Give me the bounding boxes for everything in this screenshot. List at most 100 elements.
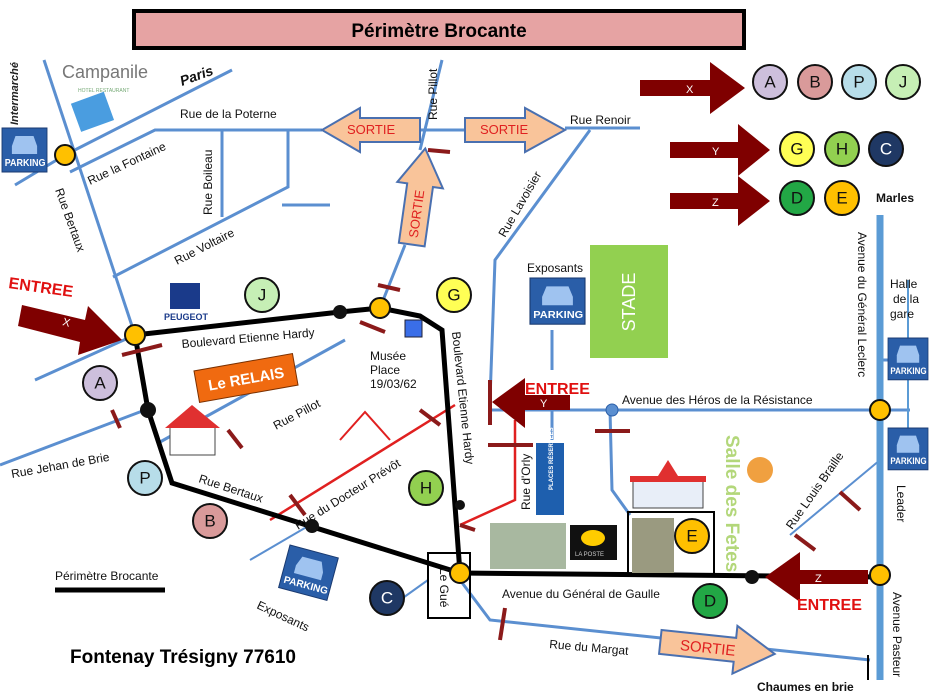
mairie-icon xyxy=(630,460,706,509)
label-bd-hardy-vertical: Boulevard Etienne Hardy xyxy=(449,331,477,465)
svg-text:X: X xyxy=(686,84,694,96)
zone-label: C xyxy=(880,140,892,159)
svg-text:SORTIE: SORTIE xyxy=(406,189,428,239)
label-bertaux-north: Rue Bertaux xyxy=(52,186,88,253)
zone-h-marker: H xyxy=(824,131,860,167)
svg-text:PARKING: PARKING xyxy=(5,158,46,170)
zone-label: D xyxy=(704,592,716,611)
street-labels: Paris Rue de la Poterne Rue la Fontaine … xyxy=(10,62,904,677)
page-title: Périmètre Brocante xyxy=(351,21,526,42)
zone-label: D xyxy=(791,189,803,208)
svg-text:SORTIE: SORTIE xyxy=(347,122,395,137)
zone-label: A xyxy=(764,73,776,92)
salle-des-fetes: Salle des Fetes xyxy=(721,435,742,572)
svg-text:Z: Z xyxy=(712,197,719,209)
family-icon xyxy=(339,410,391,441)
town-name: Fontenay Trésigny 77610 xyxy=(70,647,296,668)
parking-icon: PARKING xyxy=(529,277,586,325)
legend-arrow-z: Z xyxy=(670,176,770,226)
zone-label: H xyxy=(836,140,848,159)
label-poterne: Rue de la Poterne xyxy=(180,107,277,121)
zone-label: J xyxy=(899,73,908,92)
sortie-arrow-west: SORTIE xyxy=(320,106,421,154)
svg-text:Y: Y xyxy=(712,146,720,158)
svg-text:Z: Z xyxy=(815,573,822,585)
zone-label: B xyxy=(809,73,820,92)
svg-text:PARKING: PARKING xyxy=(890,365,926,376)
intermarche-logo: Intermarché xyxy=(9,62,21,125)
zone-circle xyxy=(674,518,710,554)
la-poste-logo: LA POSTE xyxy=(570,525,617,560)
zone-label: G xyxy=(447,286,460,305)
monument-box xyxy=(627,511,715,576)
zone-circle xyxy=(244,277,280,313)
zone-label: P xyxy=(139,469,150,488)
zone-c-marker: C xyxy=(369,580,405,616)
peugeot-logo: PEUGEOT xyxy=(164,283,209,322)
places-reservees-sign: PLACES RÉSERVÉES xyxy=(536,427,564,515)
legend-arrow-y: Y xyxy=(670,124,770,176)
parking-icon: PARKING xyxy=(1,127,48,173)
svg-text:PEUGEOT: PEUGEOT xyxy=(164,312,209,322)
title-box: Périmètre Brocante xyxy=(132,9,746,50)
zone-e-marker: E xyxy=(674,518,710,554)
label-marles: Marles xyxy=(876,191,914,205)
zone-g-marker: G xyxy=(779,131,815,167)
zone-circle xyxy=(192,503,228,539)
zone-b-marker: B xyxy=(192,503,228,539)
legend-arrow-x: X xyxy=(640,62,745,114)
label-heros: Avenue des Héros de la Résistance xyxy=(622,393,813,407)
le-gue-box xyxy=(427,552,471,619)
zone-label: B xyxy=(204,512,215,531)
label-exposants-top: Exposants xyxy=(527,261,583,275)
zone-circle xyxy=(841,64,877,100)
zone-label: E xyxy=(836,189,847,208)
label-voltaire: Rue Voltaire xyxy=(172,225,237,267)
zone-circle xyxy=(824,131,860,167)
junctions xyxy=(54,144,891,586)
zone-circle xyxy=(127,460,163,496)
zone-label: E xyxy=(686,527,697,546)
zone-label: P xyxy=(853,73,864,92)
zone-label: C xyxy=(381,589,393,608)
zone-label: J xyxy=(258,286,267,305)
svg-text:Y: Y xyxy=(540,398,548,410)
campanile-logo: Campanile HOTEL RESTAURANT xyxy=(62,62,148,132)
zone-circle xyxy=(82,365,118,401)
svg-text:ENTREE: ENTREE xyxy=(7,275,74,301)
label-fontaine: Rue la Fontaine xyxy=(85,139,168,188)
zone-d-marker: D xyxy=(779,180,815,216)
label-boileau: Rue Boileau xyxy=(201,150,215,215)
church-icon xyxy=(165,405,220,456)
label-prevot: Rue du Docteur Prévôt xyxy=(292,456,403,533)
le-relais: Le RELAIS xyxy=(193,352,299,404)
zone-d-marker: D xyxy=(692,583,728,619)
parking-icon: PARKING xyxy=(887,337,929,381)
zone-p-marker: P xyxy=(841,64,877,100)
sortie-arrow-southeast: SORTIE xyxy=(657,624,777,676)
zone-j-marker: J xyxy=(885,64,921,100)
zone-h-marker: H xyxy=(408,470,444,506)
sortie-arrow-east: SORTIE xyxy=(464,106,568,154)
svg-text:SORTIE: SORTIE xyxy=(480,122,528,137)
svg-text:PARKING: PARKING xyxy=(890,455,926,466)
zone-circle xyxy=(369,580,405,616)
zone-circle xyxy=(779,131,815,167)
label-pillot-south: Rue Pillot xyxy=(271,396,324,433)
zone-e-marker: E xyxy=(824,180,860,216)
zone-circle xyxy=(779,180,815,216)
svg-text:HOTEL RESTAURANT: HOTEL RESTAURANT xyxy=(78,88,129,94)
building-photo xyxy=(490,523,566,569)
zone-circle xyxy=(692,583,728,619)
entree-arrow-z: Z ENTREE xyxy=(765,552,868,614)
label-leclerc: Avenue du Général Leclerc xyxy=(855,232,869,377)
svg-text:STADE: STADE xyxy=(619,273,639,332)
svg-text:ENTREE: ENTREE xyxy=(797,597,862,614)
label-le-gue: Le Gué xyxy=(437,568,451,608)
zone-c-marker: C xyxy=(868,131,904,167)
salle-logo xyxy=(747,457,773,483)
label-exposants-bottom: Exposants xyxy=(255,598,312,634)
zone-p-marker: P xyxy=(127,460,163,496)
monument-photo xyxy=(632,518,674,573)
